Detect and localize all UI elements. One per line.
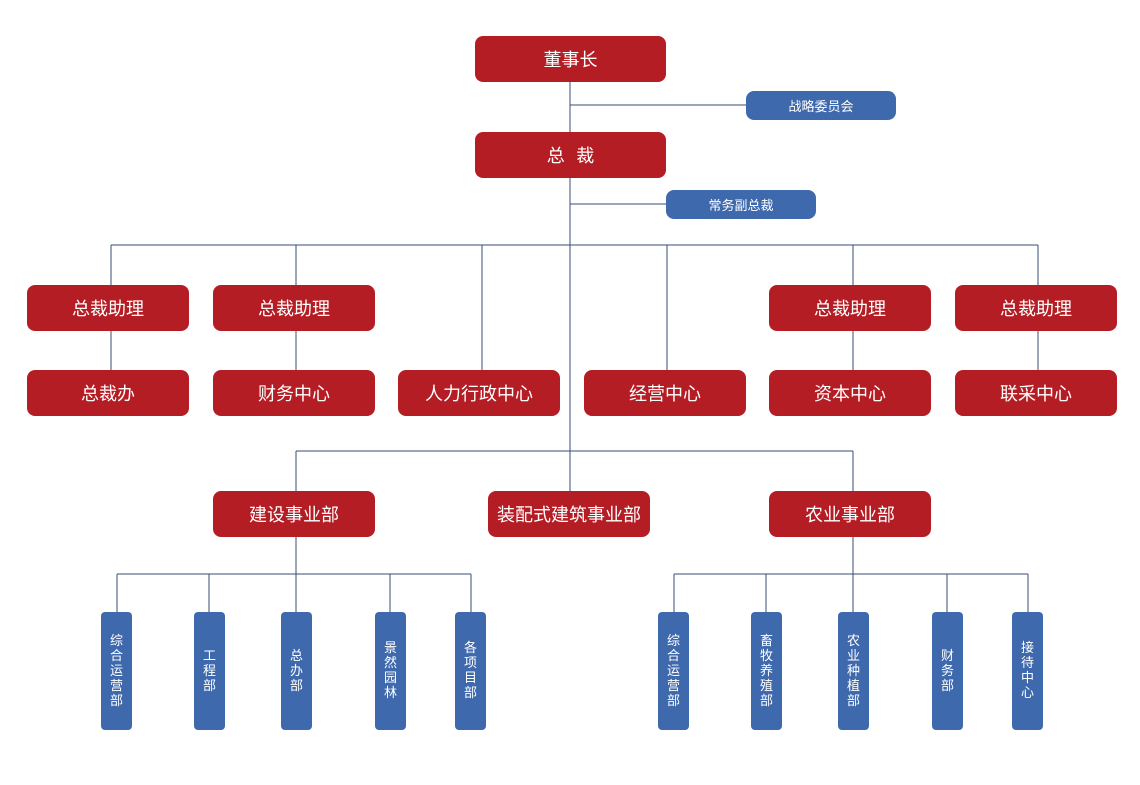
division-agriculture: 农业事业部 [769,491,931,537]
division-construction: 建设事业部 [213,491,375,537]
agriculture-dept-4: 财务部 [932,612,963,730]
center-capital: 资本中心 [769,370,931,416]
strategy-committee-box: 战略委员会 [746,91,896,120]
assistant-box-4: 总裁助理 [955,285,1117,331]
agriculture-dept-3: 农业种植部 [838,612,869,730]
construction-dept-4: 景然园林 [375,612,406,730]
agriculture-dept-2: 畜牧养殖部 [751,612,782,730]
center-finance: 财务中心 [213,370,375,416]
center-hr-admin: 人力行政中心 [398,370,560,416]
agriculture-dept-5: 接待中心 [1012,612,1043,730]
center-president-office: 总裁办 [27,370,189,416]
construction-dept-1: 综合运营部 [101,612,132,730]
assistant-box-2: 总裁助理 [213,285,375,331]
division-prefab-building: 装配式建筑事业部 [488,491,650,537]
center-joint-procurement: 联采中心 [955,370,1117,416]
chairman-box: 董事长 [475,36,666,82]
agriculture-dept-1: 综合运营部 [658,612,689,730]
construction-dept-3: 总办部 [281,612,312,730]
assistant-box-3: 总裁助理 [769,285,931,331]
assistant-box-1: 总裁助理 [27,285,189,331]
president-box: 总 裁 [475,132,666,178]
executive-vp-box: 常务副总裁 [666,190,816,219]
construction-dept-5: 各项目部 [455,612,486,730]
construction-dept-2: 工程部 [194,612,225,730]
center-operations: 经营中心 [584,370,746,416]
